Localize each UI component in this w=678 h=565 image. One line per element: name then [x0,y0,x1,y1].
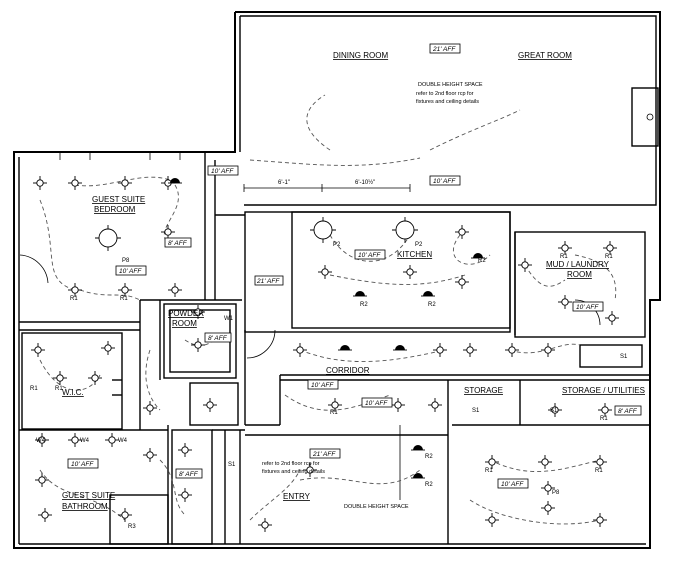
interior-walls [19,152,651,545]
dim-2: 6'-10½" [355,179,375,186]
aff-top-left: 10' AFF [211,168,234,175]
aff-storage-util: 8' AFF [618,408,638,415]
tag-r2: R2 [428,302,436,308]
room-wic: W.I.C. [62,388,84,397]
exterior-walls [13,11,661,549]
tag-p8: P8 [552,490,560,496]
room-labels: DINING ROOM GREAT ROOM GUEST SUITE BEDRO… [62,51,645,511]
room-entry: ENTRY [283,492,311,501]
room-guest-bath-1: GUEST SUITE [62,491,115,500]
aff-dining: 21' AFF [432,46,456,53]
tag-r1: R1 [55,386,63,392]
room-powder-2: ROOM [172,319,197,328]
room-storage-utilities: STORAGE / UTILITIES [562,386,645,395]
tag-w4: W4 [118,438,128,444]
aff-corridor-2: 10' AFF [365,400,388,407]
tag-p2: P2 [415,242,423,248]
room-great: GREAT ROOM [518,51,572,60]
tag-w4: W4 [36,438,46,444]
aff-bedroom-8: 8' AFF [168,240,188,247]
dimensions: 6'-1" 6'-10½" [243,179,411,192]
aff-entry: 21' AFF [312,451,336,458]
notes: DOUBLE HEIGHT SPACE refer to 2nd floor r… [262,82,483,510]
note-entry-line1: refer to 2nd floor rcp for [262,461,320,467]
tag-p8: P8 [122,258,130,264]
aff-hall-21: 21' AFF [256,278,280,285]
aff-bedroom-10: 10' AFF [119,268,142,275]
tag-r1: R1 [30,386,38,392]
aff-powder: 8' AFF [208,335,228,342]
tag-r2: R2 [425,454,433,460]
room-guest-suite-1: GUEST SUITE [92,195,145,204]
note-entry-line2: fixtures and ceiling details [262,469,325,475]
tag-s1: S1 [550,408,558,414]
room-bedroom: BEDROOM [94,205,136,214]
tag-s1: S1 [620,354,628,360]
tag-r2: R2 [478,258,486,264]
tag-w1: W1 [224,316,234,322]
tag-w4: W4 [80,438,90,444]
tag-r1: R1 [70,296,78,302]
room-guest-bath-2: BATHROOM [62,502,108,511]
tag-r1: R1 [560,254,568,260]
aff-corridor: 10' AFF [311,382,334,389]
tag-r1: R1 [605,254,613,260]
aff-closet: 8' AFF [179,471,199,478]
tag-s1: S1 [472,408,480,414]
tag-r2: R2 [360,302,368,308]
note-upper-line2: fixtures and ceiling details [416,99,479,105]
room-mud-2: ROOM [567,270,592,279]
tag-r1: R1 [485,468,493,474]
dim-1: 6'-1" [278,180,290,186]
note-upper-line1: refer to 2nd floor rcp for [416,91,474,97]
tag-s1: S1 [228,462,236,468]
room-kitchen: KITCHEN [397,250,432,259]
room-mud-1: MUD / LAUNDRY [546,260,610,269]
aff-great-lower: 10' AFF [501,481,524,488]
tag-r3: R3 [128,524,136,530]
tag-r2: R2 [425,482,433,488]
aff-bath: 10' AFF [71,461,94,468]
note-double-height-lower: DOUBLE HEIGHT SPACE [344,504,409,510]
aff-dining-low: 10' AFF [433,178,456,185]
light-fixtures [30,175,620,533]
room-storage: STORAGE [464,386,503,395]
tag-p2: P2 [333,242,341,248]
room-corridor: CORRIDOR [326,366,370,375]
note-double-height-upper: DOUBLE HEIGHT SPACE [418,82,483,88]
tag-r1: R1 [120,296,128,302]
tag-r1: R1 [600,416,608,422]
switch-wiring [39,94,617,525]
room-dining: DINING ROOM [333,51,388,60]
ceiling-heights: 21' AFF 10' AFF 10' AFF 8' AFF 10' AFF 1… [67,43,642,489]
room-powder-1: POWDER [168,309,204,318]
aff-mud: 10' AFF [576,304,599,311]
aff-kitchen: 10' AFF [358,252,381,259]
tag-r1: R1 [330,410,338,416]
fixture-tags: R1 R1 R1 R1 R1 R1 R1 R1 R1 R1 R2 R2 R2 R… [30,242,628,530]
tag-r1: R1 [595,468,603,474]
